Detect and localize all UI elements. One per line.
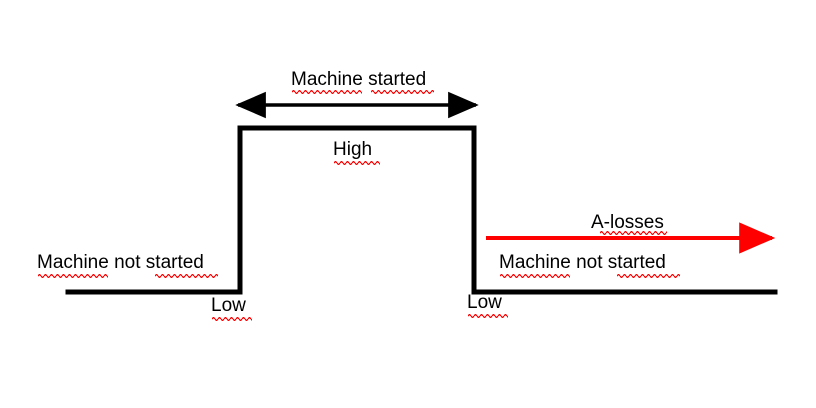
signal-trace	[65, 125, 778, 295]
label-machine-started: Machine started	[291, 69, 427, 90]
label-high: High	[333, 139, 373, 160]
label-machine-not-started-left: Machine not started	[37, 252, 204, 273]
label-machine-not-started-right: Machine not started	[499, 252, 666, 273]
label-low-right: Low	[467, 292, 502, 313]
label-a-losses: A-losses	[591, 212, 664, 233]
label-low-left: Low	[211, 295, 246, 316]
